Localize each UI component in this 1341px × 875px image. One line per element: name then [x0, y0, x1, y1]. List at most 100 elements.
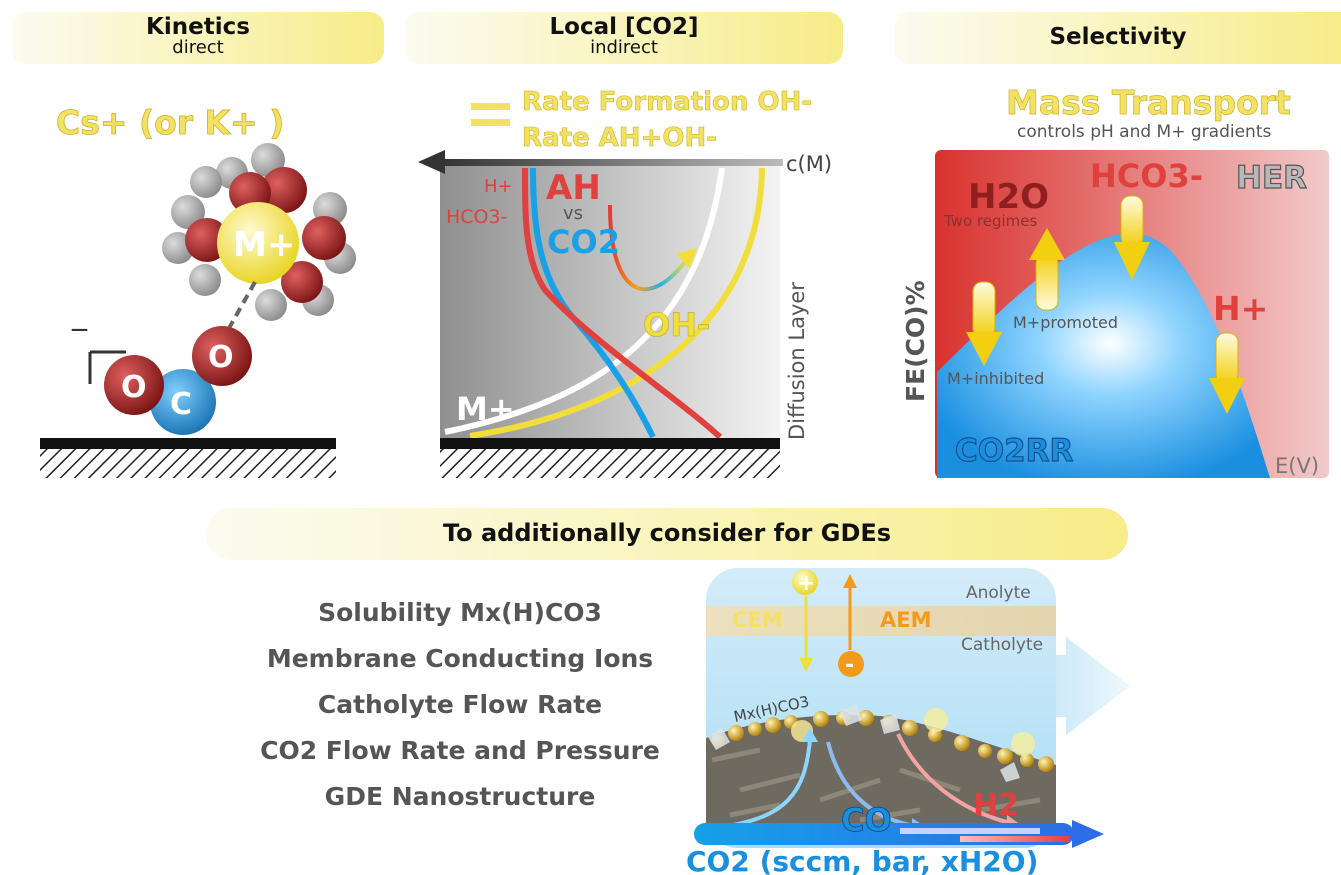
- co-stream-band: [900, 828, 1040, 834]
- water-h: [171, 195, 205, 229]
- diffusion-layer-label: Diffusion Layer: [785, 282, 809, 440]
- co2rr-label: CO2RR: [955, 433, 1074, 469]
- banner-selectivity: Selectivity: [895, 12, 1341, 64]
- m-plus-curve-white: [444, 167, 725, 435]
- h2-product-arrow: [896, 733, 1011, 825]
- atom-o-left: O: [121, 370, 147, 405]
- water-h: [189, 264, 221, 296]
- arrow-down-inhibited: [966, 281, 1002, 366]
- oxygen-atom: [192, 326, 252, 386]
- minus-sign: -: [845, 653, 854, 678]
- consideration-item: CO2 Flow Rate and Pressure: [260, 736, 660, 765]
- electrode-surface-kinetics: [40, 438, 336, 449]
- catholyte-label: Catholyte: [961, 635, 1043, 655]
- m-plus-label-local: M+: [456, 390, 515, 428]
- water-h: [255, 289, 287, 321]
- reaction-arrowhead: [676, 248, 697, 268]
- consideration-item: Catholyte Flow Rate: [317, 690, 603, 719]
- oxygen-atom: [104, 355, 164, 415]
- consideration-item: Solubility Mx(H)CO3: [318, 598, 602, 627]
- anion-minus-icon: [838, 651, 864, 677]
- e-v-axis-label: E(V): [1275, 454, 1319, 478]
- anion-arrowhead: [843, 574, 857, 588]
- water-h: [190, 166, 222, 198]
- cation-interaction-dash: [226, 281, 257, 331]
- banner-kinetics-title: Kinetics: [146, 14, 250, 40]
- aem-label: AEM: [880, 608, 932, 632]
- oh-curve-yellow: [469, 167, 765, 439]
- cation-arrowhead: [799, 658, 813, 672]
- cation-plus-icon: [792, 569, 818, 595]
- negative-charge-mark: ‾: [71, 325, 88, 360]
- feed-arrowhead: [1072, 820, 1104, 848]
- rate-formation-oh: Rate Formation OH-: [522, 87, 812, 117]
- membrane-layer: [706, 606, 1056, 636]
- charge-bracket: [88, 350, 126, 384]
- rate-ah-oh: Rate AH+OH-: [522, 123, 717, 153]
- co-product-label: CO: [841, 801, 892, 839]
- her-label: HER: [1236, 160, 1307, 196]
- reaction-arrow-curve: [608, 204, 690, 292]
- two-regimes-label: Two regimes: [943, 212, 1037, 230]
- catholyte-outlet-arrow: [1056, 637, 1130, 735]
- arrow-down-hplus: [1209, 332, 1245, 414]
- atom-c: C: [170, 387, 192, 422]
- axis-arrowhead: [418, 150, 445, 174]
- consideration-item: Membrane Conducting Ions: [266, 644, 654, 673]
- m-promoted-label: M+promoted: [1013, 313, 1118, 332]
- carbon-atom: [150, 369, 216, 435]
- banner-local-subtitle: indirect: [590, 37, 658, 58]
- banner-selectivity-title: Selectivity: [1049, 24, 1187, 50]
- banner-gde: To additionally consider for GDEs: [206, 508, 1128, 560]
- mass-transport-title: Mass Transport: [1006, 83, 1291, 122]
- electrode-hatch-kinetics: [40, 449, 336, 478]
- mass-transport-subtitle: controls pH and M+ gradients: [1017, 122, 1271, 142]
- metal-cation-label: M+: [233, 225, 295, 265]
- banner-local-title: Local [CO2]: [549, 14, 699, 40]
- vs-label: vs: [563, 203, 583, 224]
- h2o-label: H2O: [968, 177, 1049, 217]
- atom-o-right: O: [208, 340, 234, 375]
- arrow-down-hco3: [1114, 195, 1150, 280]
- cation-label: Cs+ (or K+ ): [56, 103, 284, 142]
- anolyte-label: Anolyte: [966, 583, 1031, 603]
- co2-diffusion-head: [802, 728, 818, 742]
- consideration-item: GDE Nanostructure: [324, 782, 596, 811]
- h2-product-label: H2: [973, 788, 1019, 823]
- m-inhibited-label: M+inhibited: [947, 369, 1044, 388]
- electrode-hatch-local: [440, 449, 780, 478]
- gde-considerations-list: Solubility Mx(H)CO3 Membrane Conducting …: [230, 593, 690, 823]
- hydrated-cation-cluster: M+: [162, 143, 356, 321]
- oh-label-local: OH-: [643, 306, 710, 344]
- metal-cation: [217, 202, 299, 284]
- co2-feed-label: CO2 (sccm, bar, xH2O): [686, 845, 1038, 875]
- banner-local-co2: Local [CO2] indirect: [405, 12, 843, 64]
- water-o: [261, 167, 307, 213]
- cem-label: CEM: [732, 608, 783, 632]
- electrode-surface-local: [440, 438, 780, 449]
- arrow-up-promoted: [1029, 228, 1065, 311]
- concentration-axis: [440, 159, 783, 166]
- h-plus-label: H+: [484, 176, 513, 197]
- co2-adsorbate: O O C: [104, 326, 252, 435]
- catalyst-particles: [708, 704, 1054, 782]
- co2-label-local: CO2: [547, 223, 620, 261]
- ah-curve-red: [522, 167, 723, 440]
- ah-label: AH: [546, 168, 601, 208]
- h2-stream-band: [960, 836, 1070, 842]
- equation-bar-top: [471, 103, 510, 110]
- plus-sign: +: [797, 571, 815, 596]
- co2rr-dome: [937, 233, 1270, 478]
- hco3-label-sel: HCO3-: [1090, 157, 1203, 195]
- banner-gde-title: To additionally consider for GDEs: [442, 519, 892, 547]
- banner-kinetics-subtitle: direct: [172, 37, 224, 58]
- h-plus-label-sel: H+: [1213, 289, 1268, 328]
- equation-bar-bottom: [471, 119, 510, 126]
- hco3-label-local: HCO3-: [446, 206, 507, 228]
- water-o: [302, 216, 346, 260]
- banner-kinetics: Kinetics direct: [12, 12, 384, 64]
- water-o: [281, 261, 323, 303]
- axis-label-cm: c(M): [786, 152, 832, 176]
- fe-co-axis-label: FE(CO)%: [901, 280, 930, 402]
